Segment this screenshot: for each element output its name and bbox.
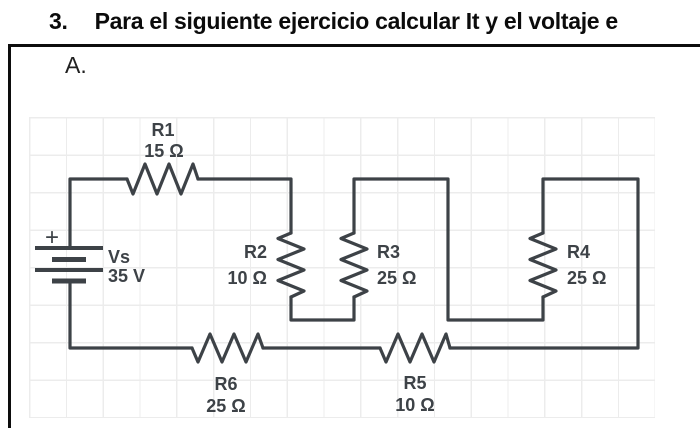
battery-plus-icon: + (45, 224, 59, 251)
resistor-r4-value-label: 25 Ω (567, 268, 606, 288)
resistor-r2-name-label: R2 (244, 242, 267, 262)
exercise-title-text: Para el siguiente ejercicio calcular It … (94, 8, 619, 34)
exercise-number: 3. (49, 8, 68, 34)
wire-path (68, 177, 640, 350)
resistor-r4-zigzag (528, 231, 558, 299)
resistor-r3-value-label: 25 Ω (377, 268, 416, 288)
resistor-r1-name-label: R1 (151, 120, 174, 140)
resistor-r1-zigzag (125, 162, 200, 196)
resistor-r1-value-label: 15 Ω (144, 141, 183, 161)
source-name-label: Vs (108, 247, 130, 267)
resistor-r5-value-label: 10 Ω (395, 395, 434, 415)
resistor-r6-value-label: 25 Ω (206, 396, 245, 416)
resistor-r6-zigzag (190, 332, 265, 364)
exercise-title: 3. Para el siguiente ejercicio calcular I… (49, 8, 618, 35)
resistor-r3-zigzag (339, 231, 369, 299)
resistor-r5-zigzag (378, 332, 452, 364)
figure-label: A. (65, 52, 87, 78)
circuit-wires (68, 162, 640, 364)
resistor-r2-zigzag (276, 231, 306, 299)
battery-symbol (35, 246, 103, 284)
resistor-r6-name-label: R6 (214, 374, 237, 394)
source-value-label: 35 V (108, 266, 145, 286)
resistor-r3-name-label: R3 (377, 242, 400, 262)
component-labels: + Vs 35 V R1 15 Ω R2 10 Ω R3 25 Ω R4 25 … (45, 120, 606, 416)
resistor-r4-name-label: R4 (567, 242, 590, 262)
resistor-r5-name-label: R5 (403, 373, 426, 393)
figure-panel (8, 44, 700, 428)
resistor-r2-value-label: 10 Ω (228, 268, 267, 288)
